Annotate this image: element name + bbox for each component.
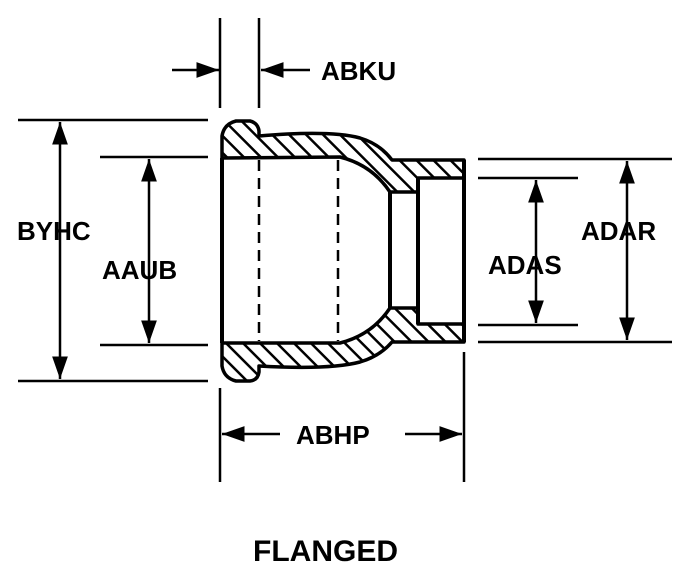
label-abku: ABKU: [321, 56, 396, 86]
extension-lines: [18, 18, 672, 482]
label-byhc: BYHC: [17, 216, 91, 246]
label-aaub: AAUB: [102, 255, 177, 285]
fitting-section: [220, 119, 466, 383]
dimension-labels: ABKU BYHC AAUB ADAS ADAR ABHP FLANGED: [17, 56, 656, 568]
diagram-title: FLANGED: [253, 535, 398, 568]
bottom-wall-section: [220, 306, 466, 383]
label-abhp: ABHP: [296, 420, 370, 450]
label-adas: ADAS: [488, 250, 562, 280]
label-adar: ADAR: [581, 216, 656, 246]
dimension-lines: [52, 62, 635, 442]
top-wall-section: [220, 119, 466, 194]
